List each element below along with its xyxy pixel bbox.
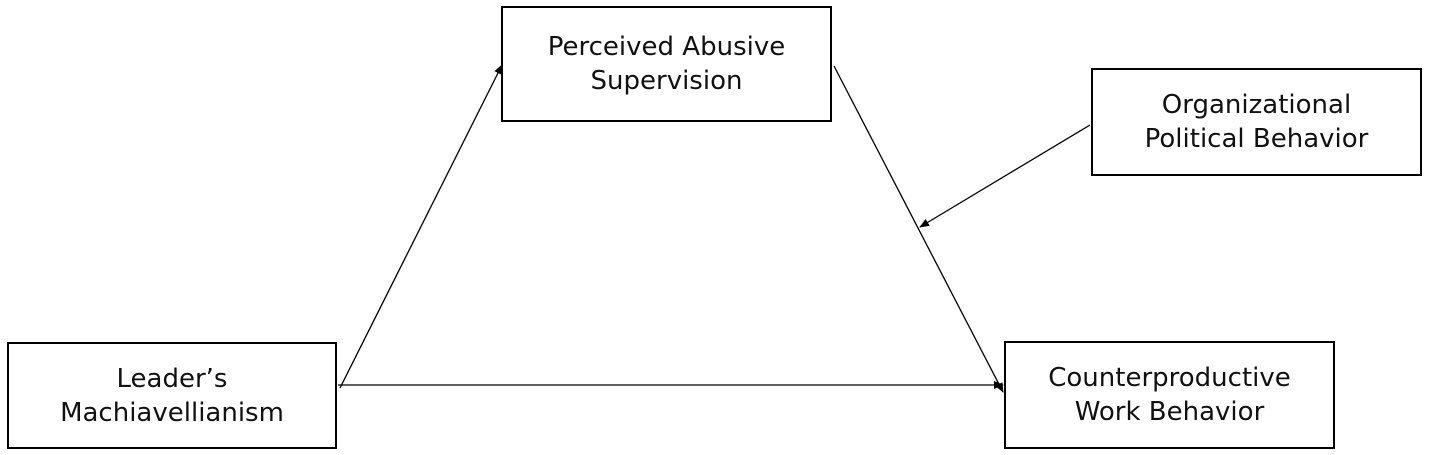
node-label-line: Organizational <box>1161 90 1352 120</box>
arrow-political-moderation <box>919 124 1091 228</box>
node-label-line: Political Behavior <box>1144 124 1369 154</box>
node-label-line: Counterproductive <box>1048 363 1291 393</box>
arrow-leader-to-abusive <box>339 64 503 389</box>
node-perceived-abusive-supervision: Perceived Abusive Supervision <box>501 6 832 122</box>
node-leaders-machiavellianism: Leader’s Machiavellianism <box>7 342 337 449</box>
node-label-line: Leader’s <box>116 363 228 394</box>
node-label-line: Supervision <box>590 66 743 96</box>
node-counterproductive-work-behavior: Counterproductive Work Behavior <box>1004 341 1335 449</box>
node-label-line: Perceived Abusive <box>547 32 786 62</box>
arrow-abusive-to-cwb <box>833 65 1004 393</box>
node-label-line: Work Behavior <box>1074 397 1265 427</box>
node-organizational-political-behavior: Organizational Political Behavior <box>1091 68 1422 176</box>
node-label-line: Machiavellianism <box>60 397 284 428</box>
